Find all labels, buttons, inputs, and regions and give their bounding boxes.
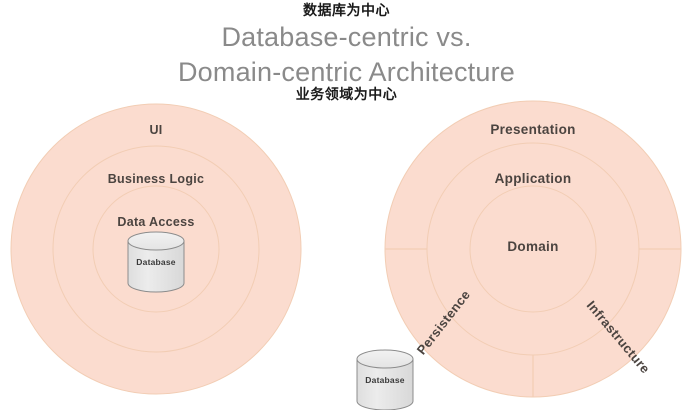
right-ring-label-application: Application [495, 171, 572, 186]
right-ring-domain[interactable] [469, 185, 597, 313]
standalone-database-cylinder[interactable]: Database [356, 349, 414, 410]
right-ring-label-presentation: Presentation [490, 122, 575, 137]
right-ring-label-domain: Domain [507, 239, 558, 254]
right-diagram-domain-centric: Presentation Application Domain Persiste… [384, 100, 682, 398]
cylinder-top [356, 349, 414, 369]
left-database-cylinder[interactable]: Database [127, 231, 185, 293]
left-database-cylinder-label: Database [136, 257, 175, 267]
left-ring-label-business-logic: Business Logic [108, 172, 205, 186]
left-diagram-database-centric: UI Business Logic Data Access Database [10, 103, 302, 395]
cylinder-top [127, 231, 185, 251]
left-ring-label-data-access: Data Access [117, 215, 194, 229]
cylinder-body [127, 240, 185, 293]
left-ring-label-ui: UI [149, 123, 162, 137]
standalone-database-cylinder-label: Database [365, 375, 404, 385]
